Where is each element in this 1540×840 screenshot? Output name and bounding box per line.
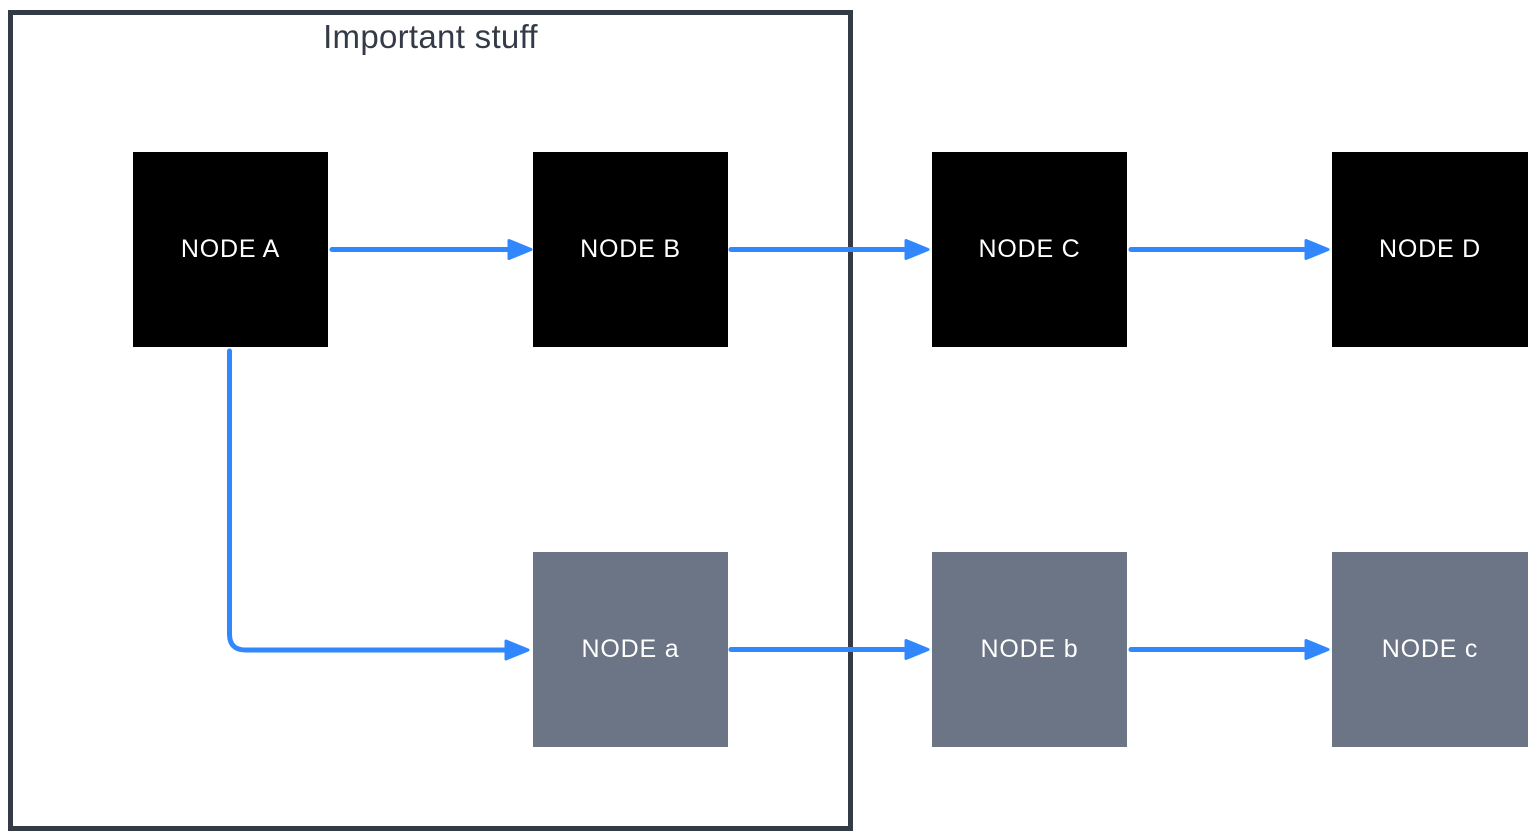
node-label: NODE a [581, 635, 680, 663]
arrowhead-icon [1304, 639, 1330, 660]
edge-C-D[interactable] [1128, 239, 1330, 260]
arrowhead-icon [504, 639, 530, 661]
edge-A-B[interactable] [329, 239, 533, 260]
node-label: NODE D [1378, 235, 1482, 263]
node-A[interactable]: NODE A [133, 152, 328, 347]
node-b[interactable]: NODE b [932, 552, 1127, 747]
node-label: NODE C [978, 235, 1081, 263]
edge-a-b[interactable] [728, 639, 930, 660]
node-a[interactable]: NODE a [533, 552, 728, 747]
node-C[interactable]: NODE C [932, 152, 1127, 347]
arrowhead-icon [507, 239, 533, 260]
node-c[interactable]: NODE c [1332, 552, 1528, 747]
node-label: NODE A [180, 235, 281, 263]
edge-A-a[interactable] [227, 348, 530, 661]
edge-b-c[interactable] [1128, 639, 1330, 660]
arrowhead-icon [904, 239, 930, 260]
arrowhead-icon [904, 639, 930, 660]
group-box-important-stuff[interactable] [8, 10, 853, 831]
node-label: NODE c [1381, 635, 1479, 663]
node-label: NODE B [580, 235, 681, 263]
node-label: NODE b [980, 635, 1079, 663]
node-B[interactable]: NODE B [533, 152, 728, 347]
node-D[interactable]: NODE D [1332, 152, 1528, 347]
arrowhead-icon [1304, 239, 1330, 260]
group-title: Important stuff [323, 18, 538, 55]
edge-B-C[interactable] [728, 239, 930, 260]
